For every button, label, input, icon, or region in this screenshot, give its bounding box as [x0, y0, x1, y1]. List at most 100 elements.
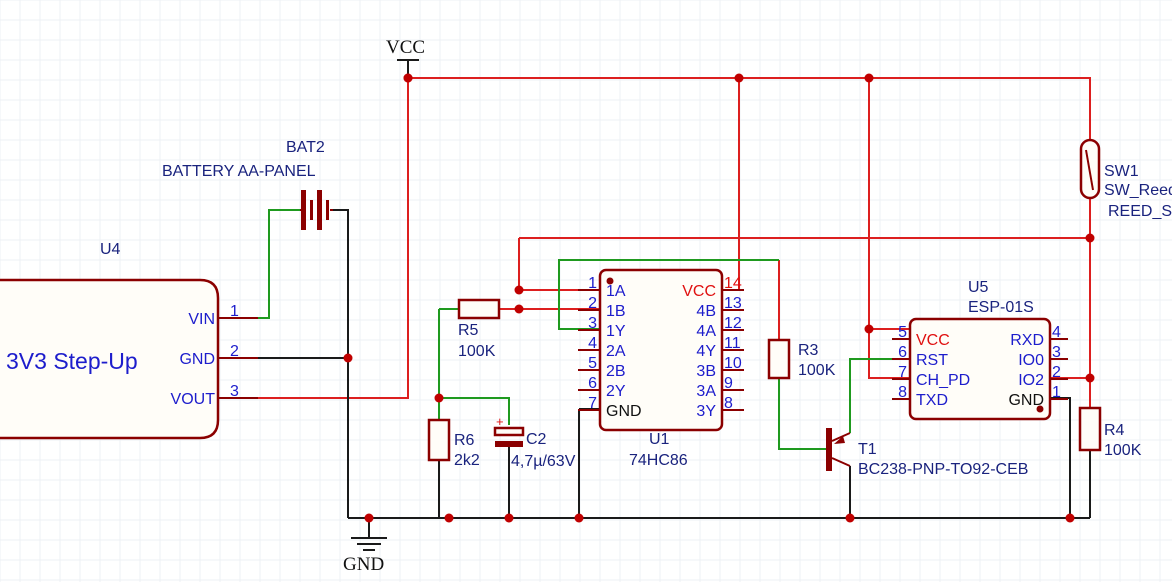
u4-pin-name: GND	[179, 351, 215, 368]
junction-dot	[864, 324, 874, 334]
u1-pin-name: 2Y	[606, 383, 626, 400]
u1-pin-number: 1	[588, 275, 597, 292]
c2-polarity-mark: +	[496, 414, 504, 429]
junction-dots	[343, 73, 1095, 523]
junction-dot	[504, 513, 514, 523]
sw1-reference: SW1	[1104, 163, 1139, 180]
junction-dot	[1085, 373, 1095, 383]
u1-pin-name: 1Y	[606, 323, 626, 340]
vcc-power-symbol: VCC	[386, 37, 425, 78]
u4-reference: U4	[100, 241, 121, 258]
u5-pin-number: 7	[898, 364, 907, 381]
u4-module-name: 3V3 Step-Up	[6, 348, 138, 374]
junction-dot	[364, 513, 374, 523]
u5-pin-number: 3	[1052, 344, 1061, 361]
u5-pin-number: 5	[898, 324, 907, 341]
u5-pin-8: TXD 8	[892, 384, 948, 409]
r6-resistor: R6 2k2	[427, 418, 480, 469]
u1-pin-name: 1A	[606, 283, 626, 300]
u5-pin-name: CH_PD	[916, 372, 970, 389]
u5-pin-number: 8	[898, 384, 907, 401]
u1-pin-2: 1B2	[578, 295, 626, 320]
u5-pin-name: TXD	[916, 392, 948, 409]
gnd-net-label: GND	[343, 554, 384, 575]
u1-pin-4: 2A4	[578, 335, 626, 360]
u4-step-up-module: U4 3V3 Step-Up VIN GND VOUT 1 2 3	[0, 241, 258, 440]
r3-reference: R3	[798, 342, 819, 359]
r4-value: 100K	[1104, 442, 1142, 459]
u1-pin-name: VCC	[682, 283, 716, 300]
junction-dot	[343, 353, 353, 363]
u1-pin-6: 2Y 6	[578, 375, 626, 400]
junction-dot	[864, 73, 874, 83]
u4-pin-name: VIN	[188, 311, 215, 328]
c2-capacitor: + C2 4,7µ/63V	[493, 414, 576, 470]
u1-pin-number: 7	[588, 395, 597, 412]
t1-transistor: T1 BC238-PNP-TO92-CEB	[826, 428, 1028, 478]
u1-pin-name: 4Y	[696, 343, 716, 360]
junction-dot	[514, 304, 524, 314]
u5-pin-name: RST	[916, 352, 948, 369]
u1-pin-number: 5	[588, 355, 597, 372]
u1-pin-number: 4	[588, 335, 597, 352]
u1-pin-11: 4Y 11	[696, 335, 744, 360]
u1-pin-name: 1B	[606, 303, 626, 320]
bat2-battery: BAT2 BATTERY AA-PANEL	[162, 139, 333, 230]
sw1-reed-switch: SW1 SW_Reed REED_S	[1079, 138, 1172, 220]
u5-pin-3: IO0 3	[1018, 344, 1068, 369]
u1-pin-name: 2B	[606, 363, 626, 380]
r3-resistor: R3 100K	[767, 338, 836, 380]
u1-value: 74HC86	[629, 452, 688, 469]
r4-reference: R4	[1104, 422, 1125, 439]
u5-value: ESP-01S	[968, 299, 1034, 316]
u5-pin-7: CH_PD 7	[892, 364, 970, 389]
u4-pin-number: 2	[230, 343, 239, 360]
junction-dot	[574, 513, 584, 523]
u5-pin-name: IO2	[1018, 372, 1044, 389]
sw1-value: SW_Reed	[1104, 182, 1172, 199]
u4-pin-number: 1	[230, 303, 239, 320]
u5-pin-5: VCC 5	[892, 324, 950, 349]
u5-pin-name: VCC	[916, 332, 950, 349]
u1-pin-3: 1Y3	[578, 315, 626, 340]
t1-value: BC238-PNP-TO92-CEB	[858, 461, 1028, 478]
u4-pin-name: VOUT	[171, 391, 216, 408]
c2-reference: C2	[526, 431, 547, 448]
u1-pin-13: 4B 13	[696, 295, 744, 320]
u5-pin-name: IO0	[1018, 352, 1044, 369]
u1-pin-number: 6	[588, 375, 597, 392]
u1-pin-name: 3B	[696, 363, 716, 380]
u1-reference: U1	[649, 431, 670, 448]
u4-pin-number: 3	[230, 383, 239, 400]
u1-pin-number: 10	[724, 355, 742, 372]
vcc-net-label: VCC	[386, 37, 425, 58]
junction-dot	[1085, 233, 1095, 243]
u5-pin-6: RST 6	[892, 344, 948, 369]
u5-pin-name: GND	[1008, 392, 1044, 409]
u5-pin-number: 4	[1052, 324, 1061, 341]
u5-pin-number: 2	[1052, 364, 1061, 381]
junction-dot	[434, 393, 444, 403]
r6-reference: R6	[454, 432, 475, 449]
u1-pin-number: 11	[724, 335, 741, 352]
bat2-reference: BAT2	[286, 139, 325, 156]
bat2-value: BATTERY AA-PANEL	[162, 163, 316, 180]
u1-pin-name: 4B	[696, 303, 716, 320]
junction-dot	[403, 73, 413, 83]
junction-dot	[734, 73, 744, 83]
u5-pin-2: IO2 2	[1018, 364, 1068, 389]
u1-pin-number: 13	[724, 295, 742, 312]
junction-dot	[444, 513, 454, 523]
u5-pin-number: 6	[898, 344, 907, 361]
wires-gnd	[258, 209, 1091, 538]
r5-value: 100K	[458, 343, 496, 360]
